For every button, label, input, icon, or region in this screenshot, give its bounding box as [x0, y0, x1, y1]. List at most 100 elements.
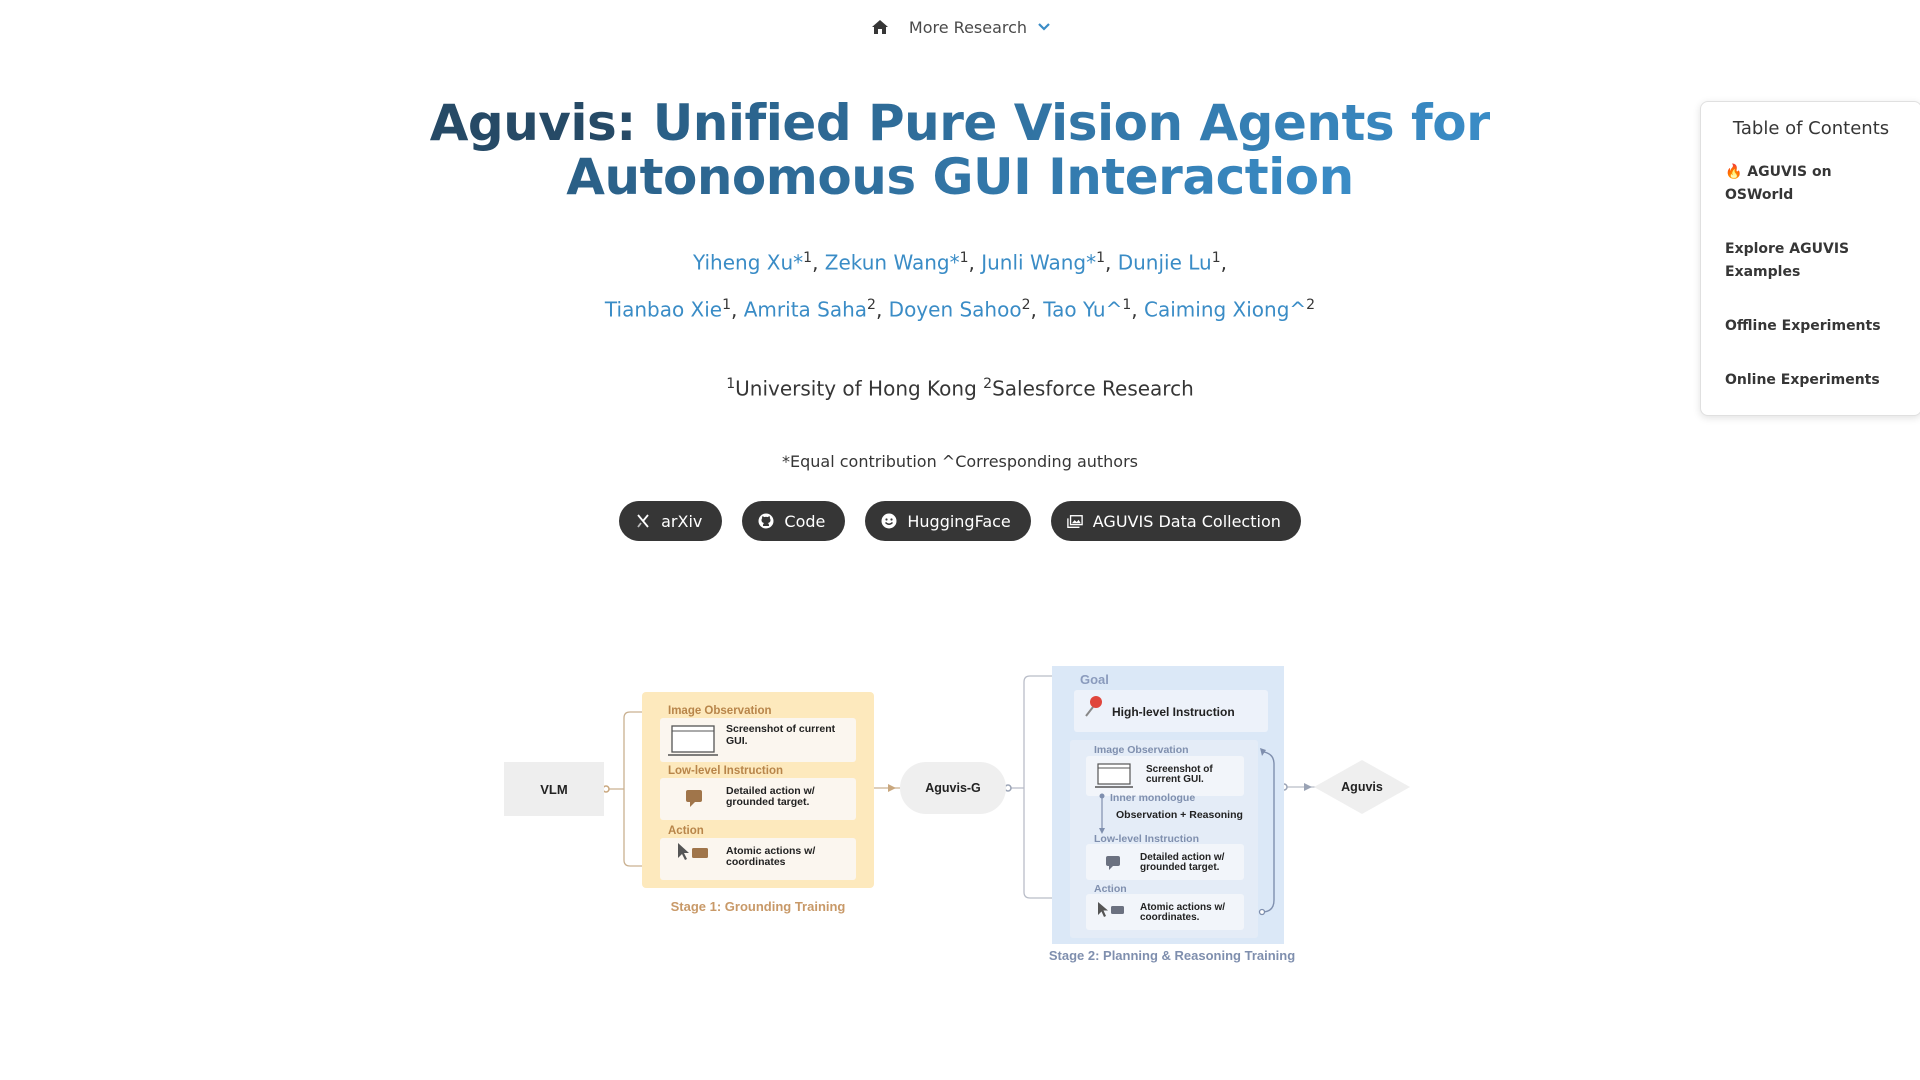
- smiley-icon: [881, 513, 897, 529]
- stage1-card-text: GUI.: [726, 735, 748, 747]
- stage2-goal-text: High-level Instruction: [1112, 705, 1235, 719]
- author-link[interactable]: Tao Yu^: [1043, 297, 1123, 322]
- stage2-goal-card: [1074, 690, 1268, 732]
- author-link[interactable]: Junli Wang*: [981, 250, 1097, 275]
- chat-bubble-icon: [686, 790, 702, 807]
- table-of-contents: Table of Contents 🔥 AGUVIS on OSWorld Ex…: [1700, 101, 1920, 416]
- stage2-goal-header: Goal: [1080, 672, 1109, 687]
- author-link[interactable]: Yiheng Xu*: [692, 250, 804, 275]
- toc-item-examples[interactable]: Explore AGUVIS Examples: [1725, 241, 1850, 280]
- cursor-keyboard-icon: [1098, 902, 1124, 917]
- stage1-section-header: Action: [668, 825, 704, 837]
- author-sup: 1: [1211, 250, 1221, 266]
- stage1-card-text: grounded target.: [726, 796, 809, 808]
- connector-dot: [1258, 908, 1266, 916]
- author-sup: 1: [1122, 297, 1132, 313]
- next-section-heading-peek: [898, 1066, 938, 1080]
- author-link[interactable]: Zekun Wang*: [824, 250, 960, 275]
- stage2-card-text: Screenshot of: [1146, 764, 1213, 775]
- author-sup: 1: [959, 250, 969, 266]
- aguvis-g-box: [900, 762, 1006, 814]
- stage1-caption: Stage 1: Grounding Training: [671, 899, 846, 914]
- vlm-box: [504, 762, 604, 816]
- affiliations: 1University of Hong Kong 2Salesforce Res…: [0, 376, 1920, 401]
- author-sup: 1: [1096, 250, 1105, 266]
- chat-bubble-icon: [1106, 856, 1120, 870]
- stage1-card-text: Detailed action w/: [726, 785, 815, 797]
- toc-item-offline[interactable]: Offline Experiments: [1725, 318, 1881, 334]
- more-research-label: More Research: [908, 17, 1028, 37]
- aguvis-label: Aguvis: [1341, 780, 1383, 794]
- page-title: Aguvis: Unified Pure Vision Agents for A…: [0, 96, 1920, 204]
- more-research-dropdown[interactable]: More Research: [909, 18, 1051, 37]
- navbar: More Research: [0, 0, 1920, 54]
- stage2-section-header: Inner monologue: [1110, 792, 1195, 804]
- author-link[interactable]: Caiming Xiong^: [1144, 297, 1307, 322]
- stage2-card-text: grounded target.: [1140, 862, 1220, 873]
- stage2-section-header: Low-level Instruction: [1094, 833, 1199, 845]
- arxiv-icon: [635, 513, 651, 529]
- monitor-icon: [668, 725, 718, 756]
- toc-item-osworld[interactable]: 🔥 AGUVIS on OSWorld: [1725, 164, 1832, 203]
- pin-icon: [1085, 696, 1102, 717]
- data-collection-label: AGUVIS Data Collection: [1092, 511, 1281, 531]
- authors-row-2: Tianbao Xie1, Amrita Saha2, Doyen Sahoo2…: [604, 297, 1316, 322]
- vlm-label: VLM: [540, 782, 567, 797]
- title-part-3: Autonomous GUI Interaction: [566, 148, 1354, 206]
- stage2-section-header: Image Observation: [1094, 744, 1189, 756]
- stage2-card-text: Detailed action w/: [1140, 852, 1225, 863]
- link-buttons: arXiv Code HuggingFace AGUVIS Data Colle…: [0, 501, 1920, 541]
- code-button[interactable]: Code: [742, 501, 846, 541]
- author-link[interactable]: Doyen Sahoo: [888, 297, 1022, 322]
- data-collection-button[interactable]: AGUVIS Data Collection: [1050, 501, 1301, 541]
- arxiv-button[interactable]: arXiv: [619, 501, 723, 541]
- stage2-card: [1086, 894, 1244, 930]
- stage1-card-text: Screenshot of current: [726, 723, 836, 735]
- title-part-1: Aguvis:: [429, 94, 653, 152]
- stage1-card-text: coordinates: [726, 856, 786, 868]
- aguvis-diamond: [1314, 760, 1410, 814]
- toc-title: Table of Contents: [1732, 118, 1890, 139]
- affil-name: Salesforce Research: [992, 376, 1194, 401]
- stage1-section-header: Low-level Instruction: [668, 765, 783, 777]
- stage1-section-header: Image Observation: [668, 705, 772, 717]
- monitor-icon: [1095, 763, 1133, 788]
- connector-dot: [1099, 793, 1105, 799]
- toc-item-online[interactable]: Online Experiments: [1725, 372, 1880, 388]
- stage2-card-text: Atomic actions w/: [1140, 902, 1225, 913]
- arxiv-label: arXiv: [661, 511, 703, 531]
- arrow-head: [888, 784, 896, 792]
- author-sup: 1: [722, 297, 732, 313]
- author-link[interactable]: Amrita Saha: [743, 297, 868, 322]
- author-link[interactable]: Tianbao Xie: [604, 297, 723, 322]
- arrow-head: [1304, 783, 1312, 791]
- home-icon[interactable]: [869, 16, 891, 38]
- loop-arrow: [1261, 751, 1275, 913]
- pipeline-diagram: VLM Image Observation Screenshot of curr…: [504, 666, 1410, 963]
- contribution-note: *Equal contribution ^Corresponding autho…: [782, 452, 1138, 471]
- huggingface-button[interactable]: HuggingFace: [865, 501, 1031, 541]
- title-part-2: Unified Pure Vision Agents for: [652, 94, 1491, 152]
- stage2-card: [1086, 844, 1244, 880]
- author-link[interactable]: Dunjie Lu: [1117, 250, 1212, 275]
- cursor-keyboard-icon: [678, 843, 708, 860]
- arrow-head: [1099, 828, 1105, 834]
- authors-row-1: Yiheng Xu*1, Zekun Wang*1, Junli Wang*1,…: [692, 250, 1227, 275]
- author-sup: 2: [867, 297, 876, 313]
- images-icon: [1066, 513, 1083, 529]
- stage2-section-header: Action: [1094, 883, 1127, 895]
- chevron-down-icon: [1038, 23, 1050, 31]
- author-sup: 1: [803, 250, 813, 266]
- huggingface-label: HuggingFace: [907, 511, 1011, 531]
- stage2-inner-text: Observation + Reasoning: [1116, 809, 1243, 821]
- stage1-card: [660, 778, 856, 820]
- author-sup: 2: [1306, 297, 1316, 313]
- stage1-card: [660, 838, 856, 880]
- stage2-card-text: coordinates.: [1140, 912, 1200, 923]
- author-sup: 2: [1021, 297, 1031, 313]
- affil-sup: 2: [983, 376, 993, 392]
- code-label: Code: [784, 511, 826, 531]
- stage1-card-text: Atomic actions w/: [726, 845, 815, 857]
- stage2-card-text: current GUI.: [1146, 774, 1204, 785]
- affil-sup: 1: [726, 376, 736, 392]
